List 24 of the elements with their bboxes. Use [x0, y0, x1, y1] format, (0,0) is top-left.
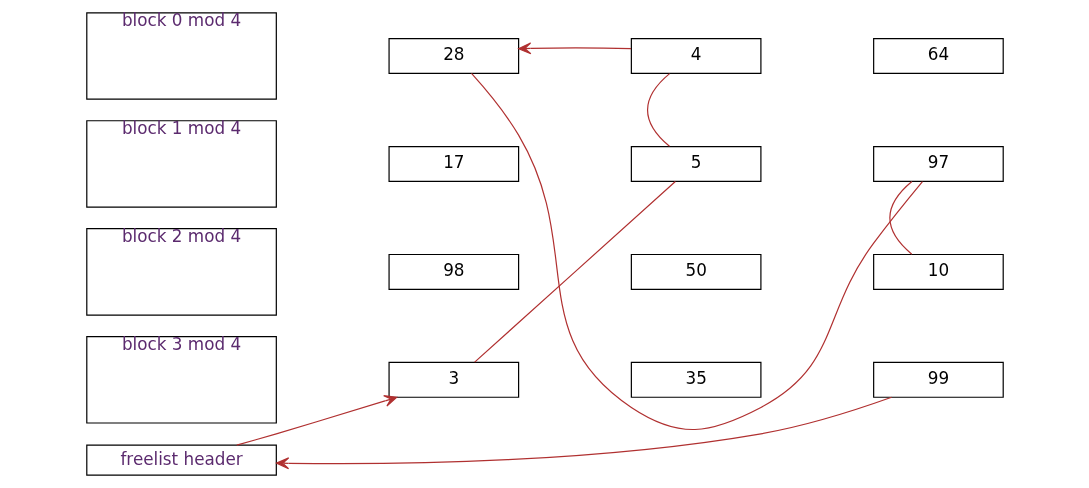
node-box: 64: [872, 38, 1004, 74]
node-box: 28: [387, 38, 519, 74]
node-box: 17: [387, 145, 519, 182]
connector: [888, 180, 912, 255]
connector: [646, 73, 670, 147]
node-box: block 1 mod 4: [85, 120, 277, 208]
node-box: 3: [387, 361, 519, 398]
arrow: [517, 42, 632, 55]
node-box: 97: [872, 145, 1004, 182]
node-box: freelist header: [85, 444, 277, 476]
node-box: block 2 mod 4: [85, 228, 277, 316]
arrow: [275, 396, 892, 470]
node-box: 99: [872, 361, 1004, 398]
arrow: [235, 395, 397, 446]
node-box: 10: [872, 253, 1004, 290]
node-box: block 0 mod 4: [85, 12, 277, 100]
connector: [473, 180, 676, 363]
node-box: 5: [630, 145, 761, 182]
node-box: 50: [630, 253, 761, 290]
node-box: 98: [387, 253, 519, 290]
node-box: 4: [630, 38, 761, 74]
node-box: 35: [630, 361, 761, 398]
connector: [470, 72, 923, 431]
node-box: block 3 mod 4: [85, 336, 277, 424]
